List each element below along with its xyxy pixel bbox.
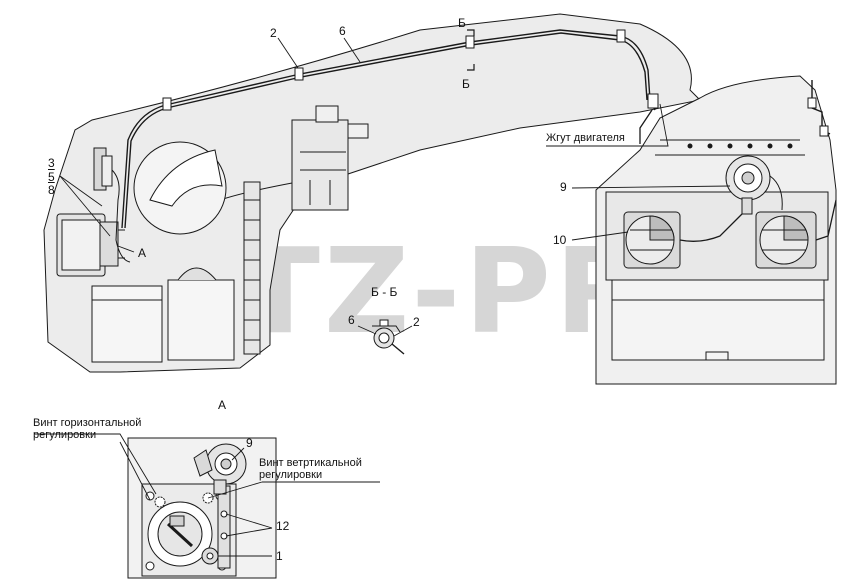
callout-8: 8 bbox=[48, 183, 55, 197]
grille-detail bbox=[133, 141, 227, 235]
callout-2: 2 bbox=[270, 26, 277, 40]
headlight-right bbox=[755, 211, 817, 269]
section-mark-b-bottom: Б bbox=[462, 77, 470, 91]
callout-9: 9 bbox=[560, 180, 567, 194]
callout-6: 6 bbox=[339, 24, 346, 38]
radiator-stack bbox=[243, 181, 261, 355]
battery-boxes bbox=[91, 267, 235, 363]
horizontal-screw-label-line2: регулировки bbox=[33, 429, 97, 441]
view-a-callout-12: 12 bbox=[276, 519, 290, 533]
view-a-callout-9: 9 bbox=[246, 436, 253, 450]
headlight-left bbox=[623, 211, 681, 269]
section-bb-callout-2: 2 bbox=[413, 315, 420, 329]
view-a-detail bbox=[127, 437, 277, 579]
section-bb-callout-6: 6 bbox=[348, 313, 355, 327]
section-bb-detail bbox=[372, 319, 405, 355]
horn-9 bbox=[725, 155, 783, 215]
left-headlight-block bbox=[56, 213, 125, 277]
mount-bracket bbox=[93, 147, 131, 263]
engine-harness-label: Жгут двигателя bbox=[546, 132, 625, 144]
view-a-title: А bbox=[218, 398, 227, 412]
vertical-screw-label-line1: Винт ветртикальной bbox=[259, 457, 362, 469]
section-mark-b-top: Б bbox=[458, 16, 466, 30]
view-a-callout-1: 1 bbox=[276, 549, 283, 563]
harness-clips bbox=[162, 29, 659, 111]
callout-5: 5 bbox=[48, 170, 55, 184]
leader-lines bbox=[34, 37, 731, 557]
callout-10: 10 bbox=[553, 233, 567, 247]
engine-block bbox=[291, 105, 369, 211]
right-wiring bbox=[639, 109, 837, 242]
section-bb-title: Б - Б bbox=[371, 285, 398, 299]
view-mark-a: А bbox=[138, 246, 147, 260]
vertical-screw-label-line2: регулировки bbox=[259, 469, 323, 481]
callout-3: 3 bbox=[48, 156, 55, 170]
section-ticks bbox=[467, 29, 475, 71]
horizontal-screw-label-line1: Винт горизонтальной bbox=[33, 417, 142, 429]
